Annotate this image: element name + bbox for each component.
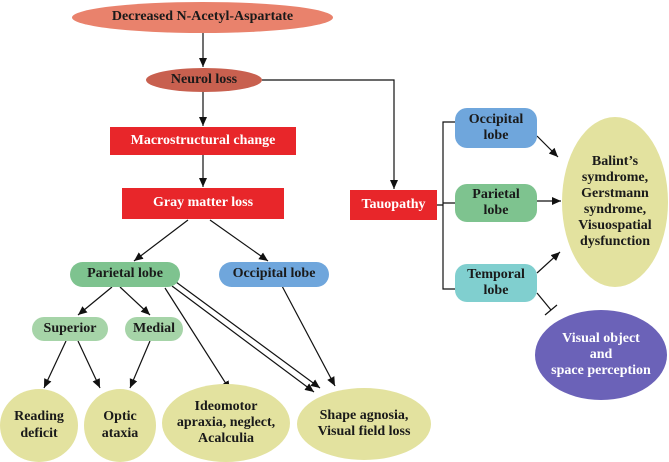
- node-gray-matter-loss: Gray matter loss: [122, 188, 284, 219]
- node-occipital-lobe-left: Occipital lobe: [219, 262, 329, 287]
- node-visual-object-perception: Visual object and space perception: [535, 310, 667, 400]
- arrow-temporal-r-to-balint: [536, 251, 561, 274]
- node-macrostructural-change: Macrostructural change: [110, 127, 296, 155]
- node-decreased-naa: Decreased N-Acetyl-Aspartate: [72, 2, 333, 33]
- node-balint-syndrome: Balint’s symdrome, Gerstmann syndrome, V…: [562, 117, 668, 287]
- node-temporal-lobe-right: Temporal lobe: [455, 264, 537, 302]
- arrow-parietal-to-superior: [77, 286, 113, 316]
- arrow-superior-to-optic: [77, 340, 101, 389]
- arrow-parietal-to-ideomotor: [164, 287, 231, 391]
- node-medial: Medial: [125, 317, 183, 341]
- node-superior: Superior: [32, 317, 108, 341]
- arrow-neurol-to-tauopathy: [262, 79, 398, 189]
- arrow-gray-to-parietal: [133, 219, 189, 262]
- node-neurol-loss: Neurol loss: [146, 68, 262, 92]
- arrow-parietal-to-medial: [119, 286, 151, 316]
- arrow-parietal-to-shape-a: [171, 285, 315, 393]
- inhibit-temporal-to-visual: [536, 292, 552, 311]
- arrow-occipital-to-shape: [281, 285, 336, 387]
- node-parietal-lobe-left: Parietal lobe: [70, 262, 180, 287]
- node-parietal-lobe-right: Parietal lobe: [455, 184, 537, 222]
- node-occipital-lobe-right: Occipital lobe: [455, 108, 537, 148]
- inhibit-bar: [544, 304, 558, 316]
- arrow-superior-to-reading: [43, 340, 67, 389]
- bracket-tauopathy: [437, 121, 455, 290]
- arrow-occipital-r-to-balint: [536, 135, 559, 158]
- arrow-medial-to-optic: [129, 340, 151, 389]
- node-shape-agnosia: Shape agnosia, Visual field loss: [297, 388, 431, 460]
- node-optic-ataxia: Optic ataxia: [84, 389, 156, 462]
- arrow-gray-to-occipital: [209, 219, 269, 262]
- arrow-parietal-to-shape-b: [175, 281, 321, 389]
- node-tauopathy: Tauopathy: [350, 190, 437, 220]
- node-ideomotor-apraxia: Ideomotor apraxia, neglect, Acalculia: [162, 384, 290, 462]
- node-reading-deficit: Reading deficit: [0, 389, 78, 462]
